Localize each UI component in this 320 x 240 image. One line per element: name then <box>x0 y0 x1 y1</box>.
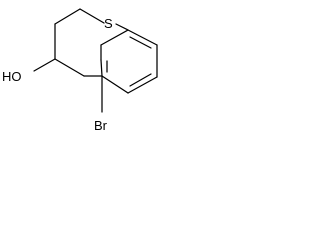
bond-c4a-c5-side <box>100 59 103 77</box>
bromine-label: Br <box>94 118 108 133</box>
bond-c4-c4a <box>54 58 85 77</box>
bond-c7-c6 <box>127 76 158 94</box>
bond-s-c2 <box>79 8 105 24</box>
bond-c6-c5 <box>101 75 129 94</box>
hydroxyl-label: HO <box>2 69 22 84</box>
bond-c2-c3 <box>54 8 81 25</box>
double-bond-c7-c6-inner <box>129 73 152 87</box>
bond-s-c8a <box>115 23 129 31</box>
double-bond-c8a-c8-inner <box>129 36 152 49</box>
bond-c8a-c8 <box>127 29 158 46</box>
structure-diagram: S HO Br <box>2 8 158 133</box>
bond-c4a-c8a-upper <box>100 29 129 46</box>
sulfur-label: S <box>104 16 113 31</box>
bond-c4-oh <box>33 58 56 72</box>
